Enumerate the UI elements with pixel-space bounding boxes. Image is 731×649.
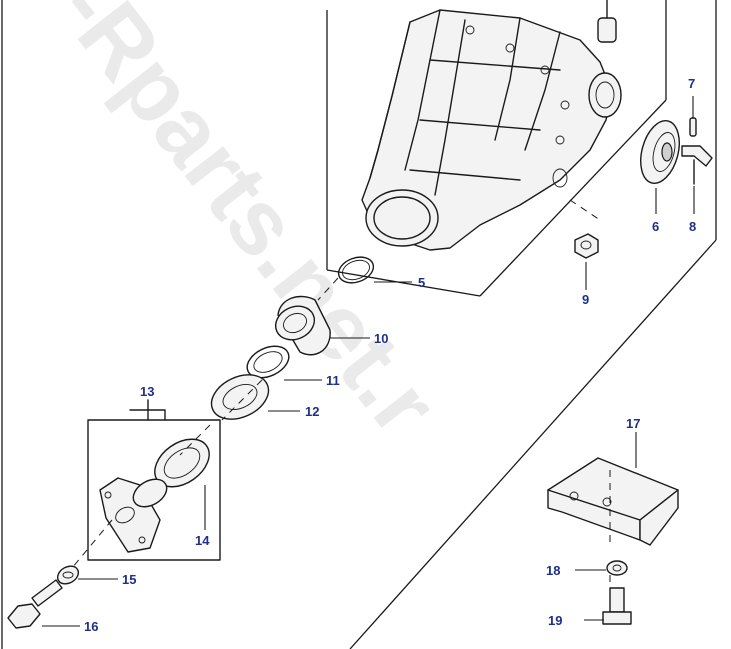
- callout-18: 18: [546, 563, 560, 578]
- callout-10: 10: [374, 331, 388, 346]
- part-18-washer: [606, 560, 628, 576]
- callout-6: 6: [652, 219, 659, 234]
- frame-lines: [1, 0, 717, 649]
- part-17-bracket: [547, 457, 679, 548]
- part-12-seal: [210, 374, 270, 420]
- part-5-o-ring: [337, 256, 375, 284]
- callout-16: 16: [84, 619, 98, 634]
- callout-17: 17: [626, 416, 640, 431]
- callout-5: 5: [418, 275, 425, 290]
- callout-11: 11: [326, 373, 340, 388]
- leader-lines: [42, 96, 695, 627]
- callout-14: 14: [195, 533, 210, 548]
- part-8-shaft: [681, 145, 713, 185]
- part-9-nut: [574, 233, 599, 259]
- part-11-shim: [246, 345, 290, 379]
- callout-15: 15: [122, 572, 136, 587]
- callout-7: 7: [688, 76, 695, 91]
- drive-flange: [99, 477, 168, 553]
- part-10-bearing: [274, 295, 331, 356]
- callout-19: 19: [548, 613, 562, 628]
- part-14-seal: [154, 438, 210, 488]
- callout-8: 8: [689, 219, 696, 234]
- part-19-bolt: [602, 587, 632, 625]
- part-13-flange-kit-box: [87, 399, 221, 561]
- part-16-bolt: [7, 579, 63, 629]
- part-7-pin: [689, 117, 697, 137]
- callout-13: 13: [140, 384, 154, 399]
- callout-labels: 5 6 7 8 9 10 11 12 13 14 15 16 17 18 19: [84, 76, 696, 634]
- callout-9: 9: [582, 292, 589, 307]
- differential-housing: [361, 0, 622, 251]
- part-15-washer: [56, 565, 80, 585]
- part-6-gear: [640, 120, 680, 184]
- callout-12: 12: [305, 404, 319, 419]
- assembly-axis-lines: [71, 199, 611, 588]
